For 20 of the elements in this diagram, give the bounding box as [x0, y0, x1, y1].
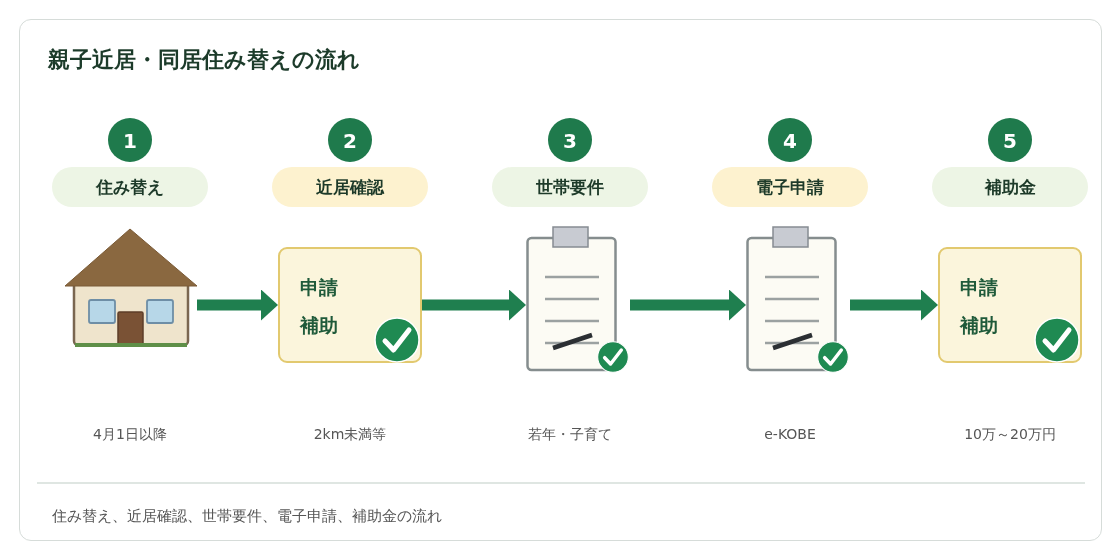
diagram-caption: 住み替え、近居確認、世帯要件、電子申請、補助金の流れ [52, 507, 442, 526]
step-caption: 若年・子育て [528, 425, 612, 444]
arrow [850, 289, 938, 321]
diagram-title: 親子近居・同居住み替えの流れ [48, 46, 360, 74]
step-label: 電子申請 [712, 167, 868, 207]
step-label: 近居確認 [272, 167, 428, 207]
step-label: 補助金 [932, 167, 1088, 207]
arrow [422, 289, 526, 321]
card-text: 申請補助 [300, 275, 339, 338]
step-label: 住み替え [52, 167, 208, 207]
arrow [630, 289, 746, 321]
card-text: 申請補助 [960, 275, 999, 338]
application-card [278, 247, 422, 363]
step-caption: 10万～20万円 [964, 425, 1056, 444]
application-card [938, 247, 1082, 363]
step-label: 世帯要件 [492, 167, 648, 207]
step-caption: e-KOBE [764, 425, 816, 444]
step-caption: 2km未満等 [313, 425, 387, 444]
step-caption: 4月1日以降 [93, 425, 167, 444]
arrow [197, 289, 278, 321]
